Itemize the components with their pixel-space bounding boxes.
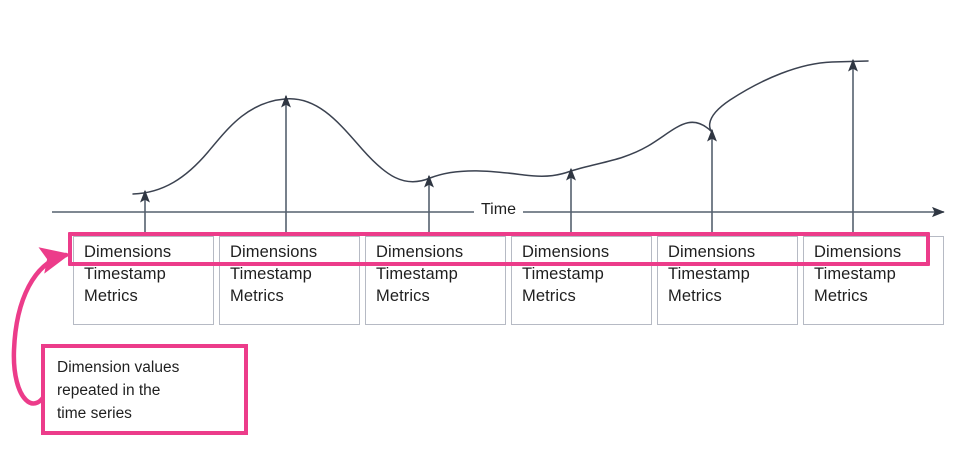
record-metrics-label: Metrics	[376, 287, 430, 305]
record-timestamp-label: Timestamp	[522, 265, 604, 283]
record-dimensions-label: Dimensions	[522, 243, 610, 261]
time-axis-label: Time	[474, 201, 523, 219]
record-metrics-label: Metrics	[814, 287, 868, 305]
record-box: Dimensions Timestamp Metrics	[219, 236, 360, 325]
record-timestamp-label: Timestamp	[814, 265, 896, 283]
callout-line-1: Dimension values	[57, 359, 180, 376]
time-series-curve	[132, 60, 869, 195]
dimensions-highlight-band	[68, 232, 930, 266]
record-metrics-label: Metrics	[230, 287, 284, 305]
record-dimensions-label: Dimensions	[376, 243, 464, 261]
callout-line-2: repeated in the	[57, 382, 161, 399]
record-box: Dimensions Timestamp Metrics	[803, 236, 944, 325]
record-dimensions-label: Dimensions	[84, 243, 172, 261]
record-dimensions-label: Dimensions	[668, 243, 756, 261]
record-box: Dimensions Timestamp Metrics	[73, 236, 214, 325]
record-metrics-label: Metrics	[84, 287, 138, 305]
record-timestamp-label: Timestamp	[230, 265, 312, 283]
callout-connector-arrow	[11, 247, 71, 406]
record-box: Dimensions Timestamp Metrics	[365, 236, 506, 325]
record-timestamp-label: Timestamp	[84, 265, 166, 283]
callout-box: Dimension values repeated in the time se…	[41, 344, 248, 435]
record-timestamp-label: Timestamp	[376, 265, 458, 283]
record-metrics-label: Metrics	[522, 287, 576, 305]
record-box: Dimensions Timestamp Metrics	[511, 236, 652, 325]
record-metrics-label: Metrics	[668, 287, 722, 305]
record-dimensions-label: Dimensions	[814, 243, 902, 261]
record-timestamp-label: Timestamp	[668, 265, 750, 283]
record-dimensions-label: Dimensions	[230, 243, 318, 261]
callout-line-3: time series	[57, 405, 132, 422]
record-box: Dimensions Timestamp Metrics	[657, 236, 798, 325]
